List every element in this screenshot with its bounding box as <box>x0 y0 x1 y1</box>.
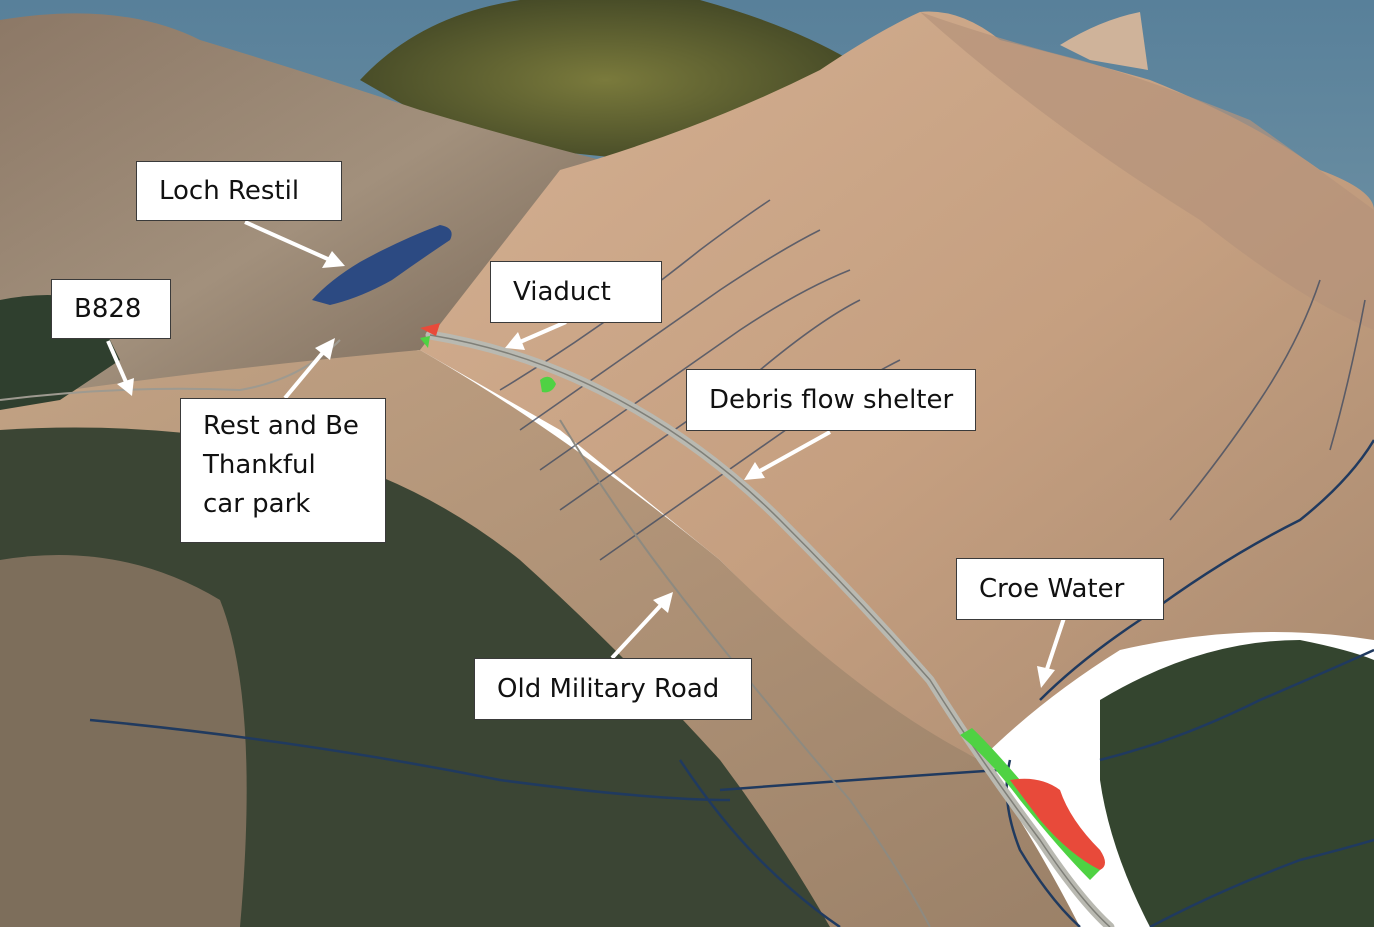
highlight-green-north <box>420 336 430 348</box>
label-loch-restil: Loch Restil <box>136 161 342 221</box>
highlight-red-south <box>1010 778 1105 870</box>
old-military-road <box>559 419 931 927</box>
car-park-line-2: Thankful <box>203 450 316 480</box>
small-peak <box>1060 12 1148 70</box>
label-b828: B828 <box>51 279 171 339</box>
debris-shelter-road-edge <box>429 334 1111 927</box>
label-viaduct: Viaduct <box>490 261 662 323</box>
loch-restil <box>312 225 452 305</box>
pointer-arrows <box>106 220 1066 688</box>
highlight-green-viaduct <box>540 376 556 393</box>
hillside-lower-left <box>0 555 247 927</box>
label-rest-and-be-thankful-car-park: Rest and Be Thankful car park <box>180 398 386 543</box>
b828-road <box>0 339 341 401</box>
label-debris-flow-shelter: Debris flow shelter <box>686 369 976 431</box>
rivers <box>89 439 1374 927</box>
mountain-shadow <box>920 12 1374 330</box>
car-park-line-1: Rest and Be <box>203 411 359 441</box>
highlight-red-north <box>420 323 440 336</box>
forest-right <box>1100 640 1374 927</box>
car-park-line-3: car park <box>203 489 311 519</box>
label-old-military-road: Old Military Road <box>474 658 752 720</box>
label-croe-water: Croe Water <box>956 558 1164 620</box>
